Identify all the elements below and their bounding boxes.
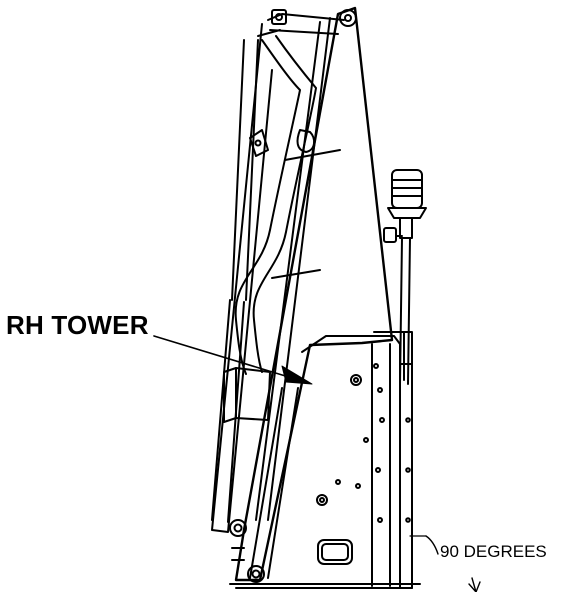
angle-label: 90 DEGREES xyxy=(440,542,547,561)
rh-tower-leader xyxy=(153,335,313,385)
carriage-housing xyxy=(267,335,401,589)
rear-plate xyxy=(373,331,413,589)
angle-indicator xyxy=(409,535,481,592)
tower-column xyxy=(234,6,394,582)
top-pulley xyxy=(339,9,357,27)
side-bracket xyxy=(249,129,316,157)
beacon-light xyxy=(383,169,427,385)
hydraulic-hose xyxy=(234,29,317,375)
side-block xyxy=(223,367,271,423)
rh-tower-label: RH TOWER xyxy=(6,310,149,340)
bottom-pivots xyxy=(229,519,421,589)
